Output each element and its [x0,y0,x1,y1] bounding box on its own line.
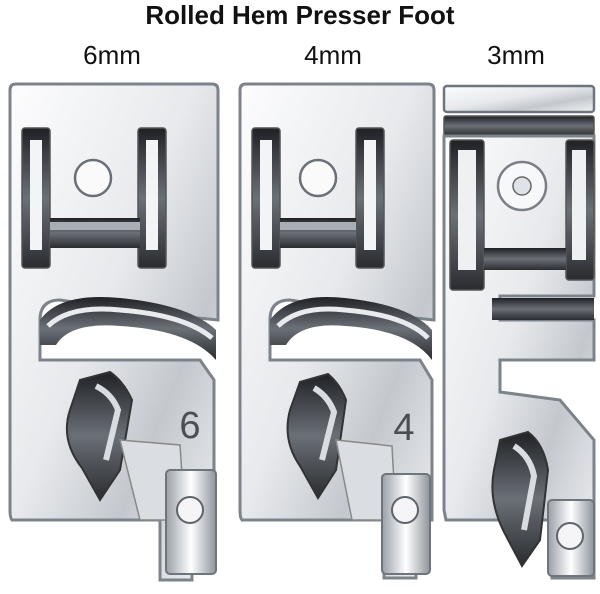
presser-foot-4mm [238,82,436,580]
size-label-3mm: 3mm [487,40,545,70]
engraved-number-6: 6 [179,405,200,447]
size-label-6mm: 6mm [83,40,141,70]
presser-foot-6mm [8,82,220,582]
size-label-4mm: 4mm [304,40,362,70]
product-title: Rolled Hem Presser Foot [145,0,455,30]
presser-foot-3mm [442,84,596,580]
engraved-number-4: 4 [393,407,414,449]
